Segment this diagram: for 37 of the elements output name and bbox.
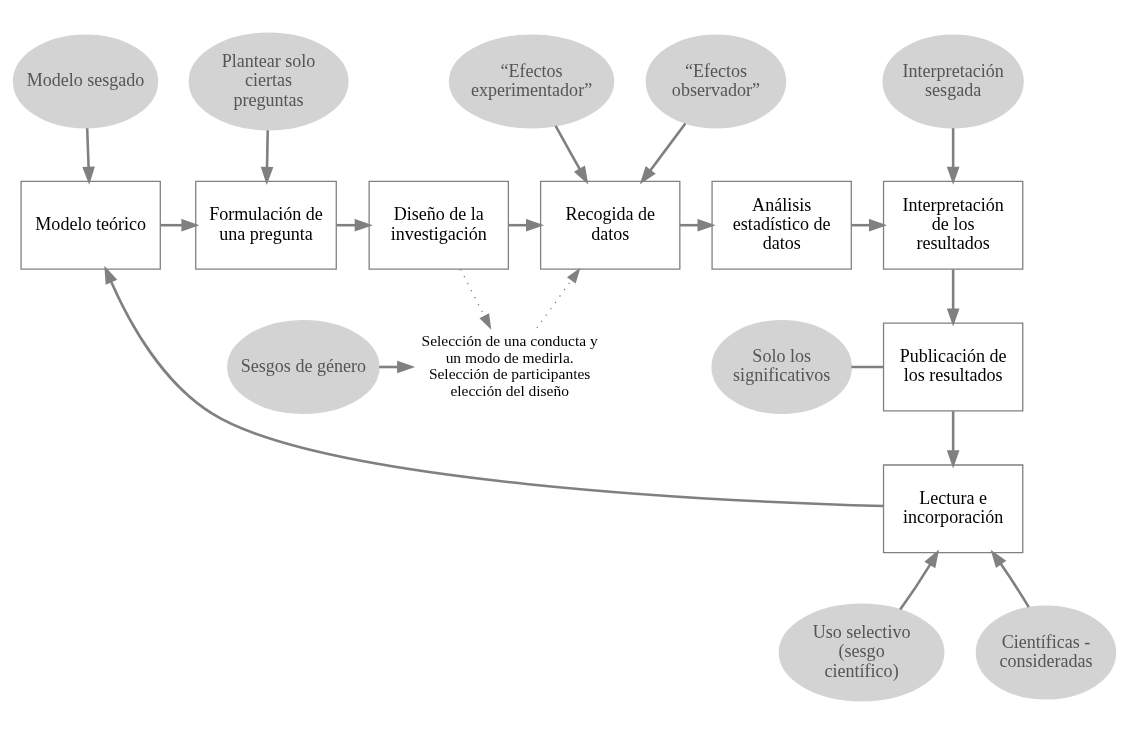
node-box: Publicación de los resultados [882, 322, 1024, 411]
connector [851, 365, 884, 368]
node-box: Modelo teórico [20, 180, 161, 270]
arrow [639, 122, 687, 184]
arrow [946, 127, 960, 185]
arrow [946, 410, 960, 468]
arrow [379, 360, 416, 373]
node-ellipse: “Efectos experimentador” [448, 33, 615, 129]
arrow [946, 268, 960, 327]
arrow [554, 124, 589, 184]
arrow [851, 218, 888, 232]
node-ellipse: “Efectos observador” [645, 33, 787, 129]
arrow [990, 549, 1030, 608]
node-box: Interpretación de los resultados [882, 180, 1024, 270]
node-ellipse: Uso selectivo (sesgo científico) [778, 603, 945, 701]
arrow [336, 218, 373, 232]
arrow [104, 265, 884, 507]
node-box: Diseño de la investigación [368, 180, 509, 270]
arrow [508, 218, 545, 232]
arrow [459, 268, 492, 330]
arrow [260, 129, 274, 185]
arrow [536, 267, 581, 329]
node-ellipse: Solo los significativos [711, 319, 852, 414]
node-ellipse: Sesgos de género [227, 319, 380, 414]
arrow [160, 218, 200, 232]
arrow [679, 218, 716, 232]
node-ellipse: Plantear solo ciertas preguntas [188, 32, 349, 130]
node-box: Recogida de datos [539, 180, 681, 270]
arrow [899, 548, 940, 610]
node-ellipse: Científicas - consideradas [975, 604, 1117, 700]
node-box: Análisis estadístico de datos [711, 180, 852, 270]
node-text: Selección de una conducta y un modo de medirla. Selección de participantes elección del diseño [421, 331, 598, 399]
node-ellipse: Modelo sesgado [12, 33, 159, 129]
node-box: Lectura e incorporación [882, 463, 1024, 553]
node-ellipse: Interpretación sesgada [882, 33, 1024, 129]
node-box: Formulación de una pregunta [195, 180, 337, 270]
arrow [82, 127, 95, 185]
